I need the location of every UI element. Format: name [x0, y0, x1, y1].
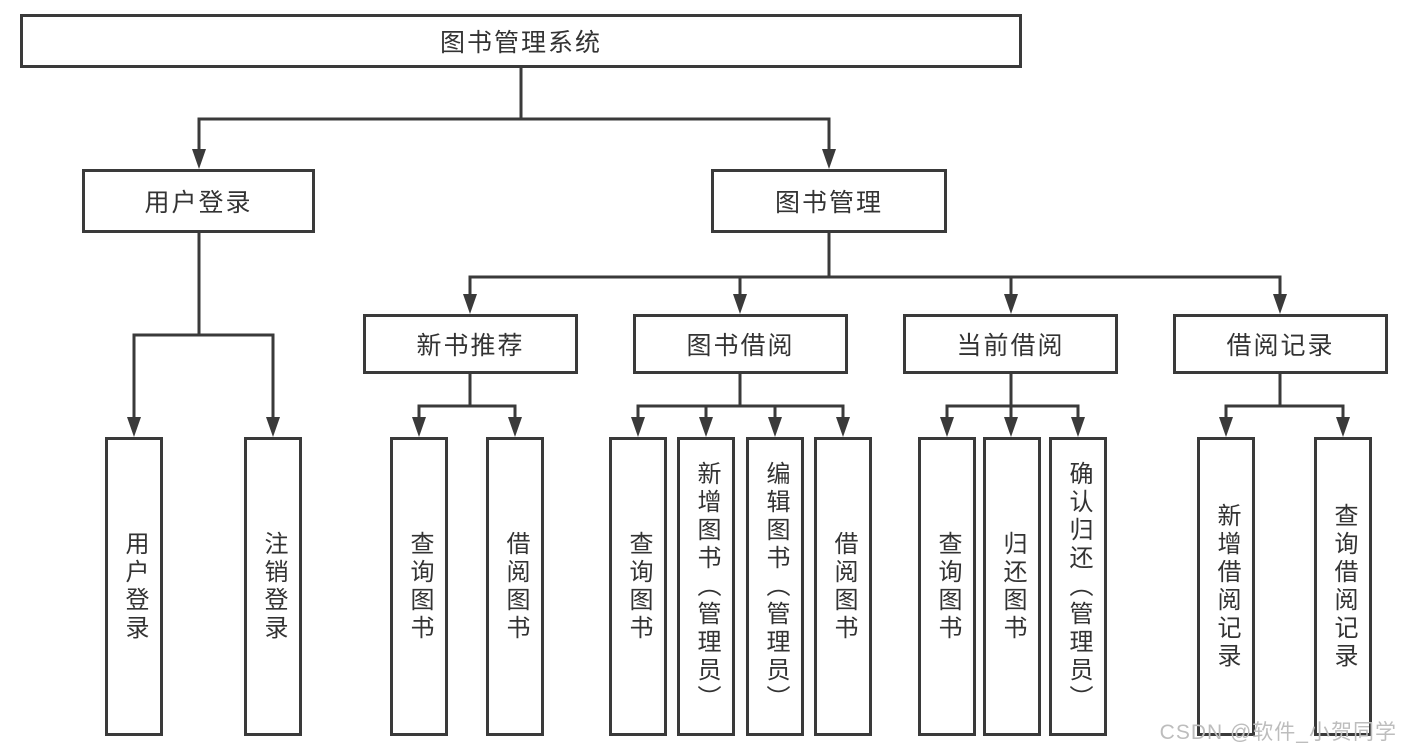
arrow-down-icon — [508, 417, 522, 437]
arrow-down-icon — [1071, 417, 1085, 437]
leaf-confirm-return-admin: 确认归还（管理员） — [1049, 437, 1107, 736]
leaf-borrow-books-recommend: 借阅图书 — [486, 437, 544, 736]
leaf-user-login: 用户登录 — [105, 437, 163, 736]
leaf-label: 新增借阅记录 — [1213, 502, 1240, 671]
node-label: 借阅记录 — [1226, 332, 1335, 360]
leaf-borrow-books: 借阅图书 — [814, 437, 872, 736]
node-new-book-recommend: 新书推荐 — [363, 314, 578, 374]
arrow-down-icon — [940, 417, 954, 437]
node-book-management: 图书管理 — [711, 169, 947, 233]
leaf-return-book: 归还图书 — [983, 437, 1041, 736]
leaf-label: 用户登录 — [121, 530, 148, 643]
leaf-add-book-admin: 新增图书（管理员） — [677, 437, 735, 736]
node-label: 图书借阅 — [686, 332, 795, 360]
arrow-down-icon — [631, 417, 645, 437]
arrow-down-icon — [822, 149, 836, 169]
node-user-login: 用户登录 — [82, 169, 315, 233]
node-root-system: 图书管理系统 — [20, 14, 1022, 68]
node-current-borrow: 当前借阅 — [903, 314, 1118, 374]
leaf-label: 注销登录 — [260, 530, 287, 643]
leaf-label: 确认归还（管理员） — [1065, 460, 1092, 713]
arrow-down-icon — [1219, 417, 1233, 437]
arrow-down-icon — [1004, 417, 1018, 437]
leaf-label: 新增图书（管理员） — [693, 460, 720, 713]
leaf-logout: 注销登录 — [244, 437, 302, 736]
arrow-down-icon — [768, 417, 782, 437]
connector-lines — [132, 67, 1345, 425]
leaf-label: 查询图书 — [934, 530, 961, 643]
leaf-edit-book-admin: 编辑图书（管理员） — [746, 437, 804, 736]
leaf-add-borrow-record: 新增借阅记录 — [1197, 437, 1255, 736]
node-label: 用户登录 — [144, 189, 253, 217]
node-label: 图书管理 — [774, 189, 883, 217]
leaf-label: 查询图书 — [406, 530, 433, 643]
node-borrow-records: 借阅记录 — [1173, 314, 1388, 374]
arrow-down-icon — [412, 417, 426, 437]
leaf-label: 借阅图书 — [502, 530, 529, 643]
leaf-query-borrow-record: 查询借阅记录 — [1314, 437, 1372, 736]
arrow-down-icon — [192, 149, 206, 169]
leaf-label: 查询借阅记录 — [1330, 502, 1357, 671]
leaf-query-books-current: 查询图书 — [918, 437, 976, 736]
node-label: 新书推荐 — [416, 332, 525, 360]
arrow-down-icon — [699, 417, 713, 437]
arrow-down-icon — [127, 417, 141, 437]
node-label: 当前借阅 — [956, 332, 1065, 360]
arrow-down-icon — [733, 294, 747, 314]
arrow-down-icon — [1336, 417, 1350, 437]
node-label: 图书管理系统 — [439, 29, 602, 57]
leaf-label: 借阅图书 — [830, 530, 857, 643]
arrow-down-icon — [266, 417, 280, 437]
arrow-down-icon — [1273, 294, 1287, 314]
arrowhead-icons — [127, 149, 1350, 437]
leaf-label: 归还图书 — [999, 530, 1026, 643]
leaf-label: 编辑图书（管理员） — [762, 460, 789, 713]
arrow-down-icon — [836, 417, 850, 437]
leaf-query-books-recommend: 查询图书 — [390, 437, 448, 736]
arrow-down-icon — [1004, 294, 1018, 314]
csdn-watermark: CSDN @软件_小贺同学 — [1159, 721, 1397, 744]
leaf-query-books-borrow: 查询图书 — [609, 437, 667, 736]
arrow-down-icon — [463, 294, 477, 314]
leaf-label: 查询图书 — [625, 530, 652, 643]
node-book-borrow: 图书借阅 — [633, 314, 848, 374]
